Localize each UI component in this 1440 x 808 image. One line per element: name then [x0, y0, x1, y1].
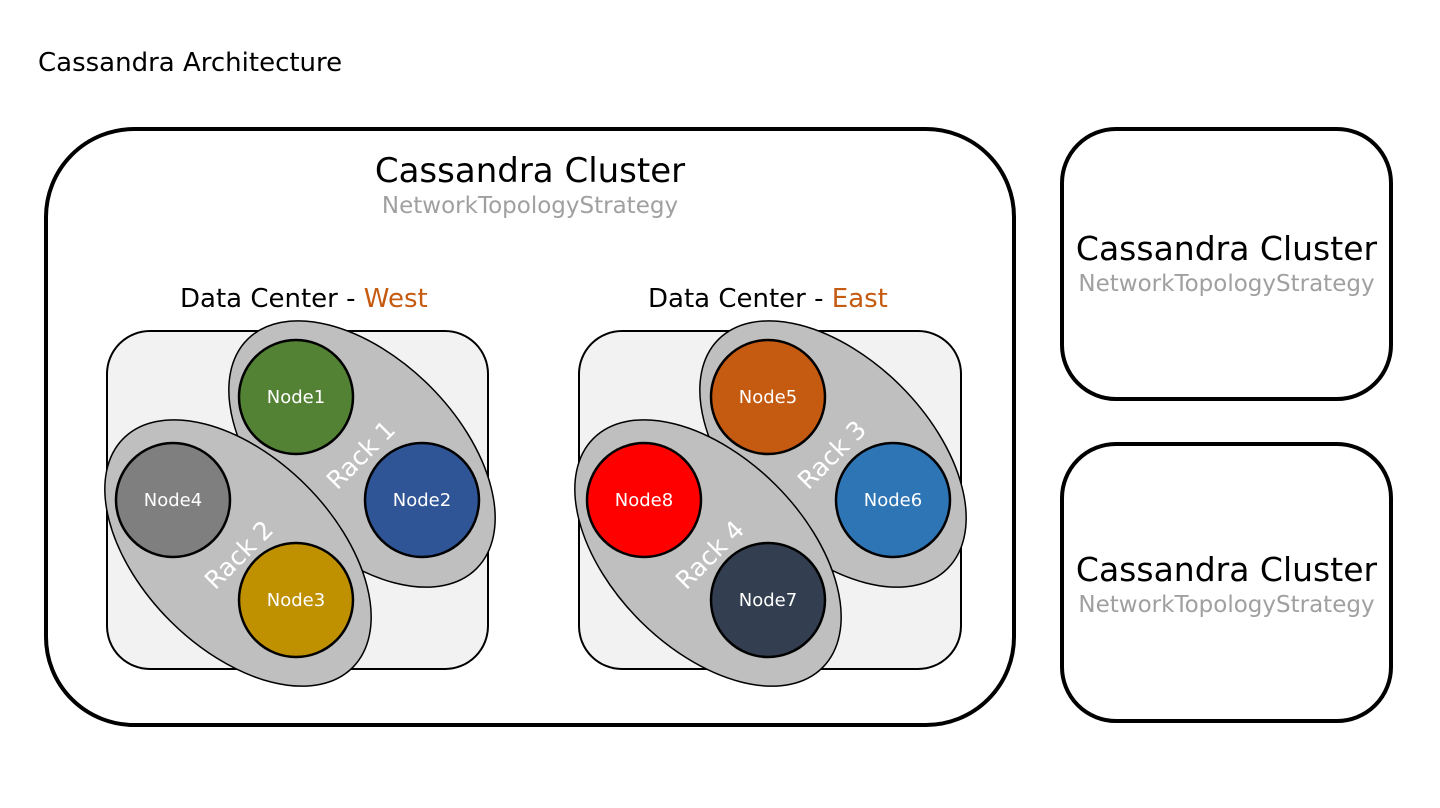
- node-circle: [709, 338, 827, 456]
- cluster-title: Cassandra Cluster: [1075, 229, 1378, 268]
- node-7[interactable]: Node7: [709, 541, 827, 659]
- node-1[interactable]: Node1: [237, 338, 355, 456]
- data-center-prefix: Data Center -: [648, 284, 832, 314]
- data-center-east-heading: Data Center - East: [648, 284, 888, 314]
- page-title: Cassandra Architecture: [38, 48, 343, 78]
- node-3[interactable]: Node3: [237, 541, 355, 659]
- node-8[interactable]: Node8: [585, 441, 703, 559]
- cluster-strategy: NetworkTopologyStrategy: [1078, 592, 1375, 618]
- node-circle: [237, 338, 355, 456]
- node-4[interactable]: Node4: [114, 441, 232, 559]
- node-circle: [114, 441, 232, 559]
- node-label: Node3: [267, 590, 325, 611]
- cassandra-cluster-secondary-2[interactable]: Cassandra Cluster NetworkTopologyStrateg…: [1060, 442, 1393, 723]
- node-6[interactable]: Node6: [834, 441, 952, 559]
- cluster-strategy: NetworkTopologyStrategy: [381, 193, 679, 219]
- data-center-prefix: Data Center -: [180, 284, 364, 314]
- node-2[interactable]: Node2: [363, 441, 481, 559]
- cluster-title: Cassandra Cluster: [374, 151, 686, 191]
- node-label: Node5: [739, 387, 797, 408]
- cluster-title: Cassandra Cluster: [1075, 550, 1378, 589]
- node-circle: [585, 441, 703, 559]
- node-5[interactable]: Node5: [709, 338, 827, 456]
- node-circle: [363, 441, 481, 559]
- node-label: Node6: [864, 490, 922, 511]
- node-label: Node7: [739, 590, 797, 611]
- node-label: Node2: [393, 490, 451, 511]
- node-label: Node1: [267, 387, 325, 408]
- data-center-west-heading: Data Center - West: [180, 284, 428, 314]
- cassandra-cluster-secondary-1[interactable]: Cassandra Cluster NetworkTopologyStrateg…: [1060, 127, 1393, 401]
- cluster-strategy: NetworkTopologyStrategy: [1078, 271, 1375, 297]
- node-circle: [834, 441, 952, 559]
- node-label: Node8: [615, 490, 673, 511]
- node-circle: [237, 541, 355, 659]
- node-circle: [709, 541, 827, 659]
- data-center-region: East: [831, 284, 888, 314]
- data-center-region: West: [363, 284, 428, 314]
- node-label: Node4: [144, 490, 202, 511]
